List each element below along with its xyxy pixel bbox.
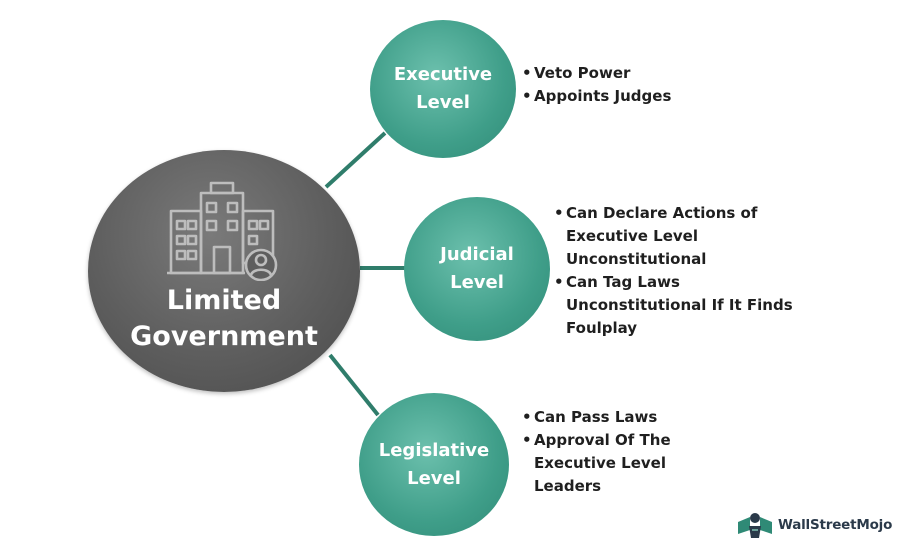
judicial-bullet-item: Can Declare Actions of Executive Level U… (554, 202, 794, 271)
wallstreetmojo-logo: WallStreetMojo (736, 510, 892, 540)
executive-title-line-1: Executive (393, 64, 493, 85)
judicial-title-line-1: Judicial (440, 244, 514, 265)
node-legislative-level: Legislative Level (359, 393, 509, 536)
executive-bullet-list: Veto Power Appoints Judges (522, 62, 722, 108)
executive-bullet-item: Veto Power (522, 62, 722, 85)
node-judicial-level: Judicial Level (404, 197, 550, 341)
connector-executive (324, 131, 387, 189)
judicial-title-line-2: Level (450, 272, 504, 293)
legislative-bullet-list: Can Pass Laws Approval Of The Executive … (522, 406, 722, 498)
executive-bullet-item: Appoints Judges (522, 85, 722, 108)
connector-legislative (328, 353, 380, 417)
central-title-line-1: Limited (166, 285, 282, 316)
central-title-line-2: Government (130, 321, 318, 352)
legislative-bullet-item: Can Pass Laws (522, 406, 722, 429)
node-executive-level: Executive Level (370, 20, 516, 158)
central-node-limited-government: Limited Government (88, 150, 360, 392)
government-building-icon (167, 181, 278, 281)
executive-title-line-2: Level (416, 92, 470, 113)
wallstreetmojo-logo-icon (738, 513, 772, 538)
judicial-bullet-list: Can Declare Actions of Executive Level U… (554, 202, 794, 340)
logo-text: WallStreetMojo (778, 517, 893, 533)
legislative-title-line-1: Legislative (378, 439, 490, 461)
legislative-title-line-2: Level (407, 467, 461, 489)
judicial-bullet-item: Can Tag Laws Unconstitutional If It Find… (554, 271, 794, 340)
legislative-bullet-item: Approval Of The Executive Level Leaders (522, 429, 722, 498)
